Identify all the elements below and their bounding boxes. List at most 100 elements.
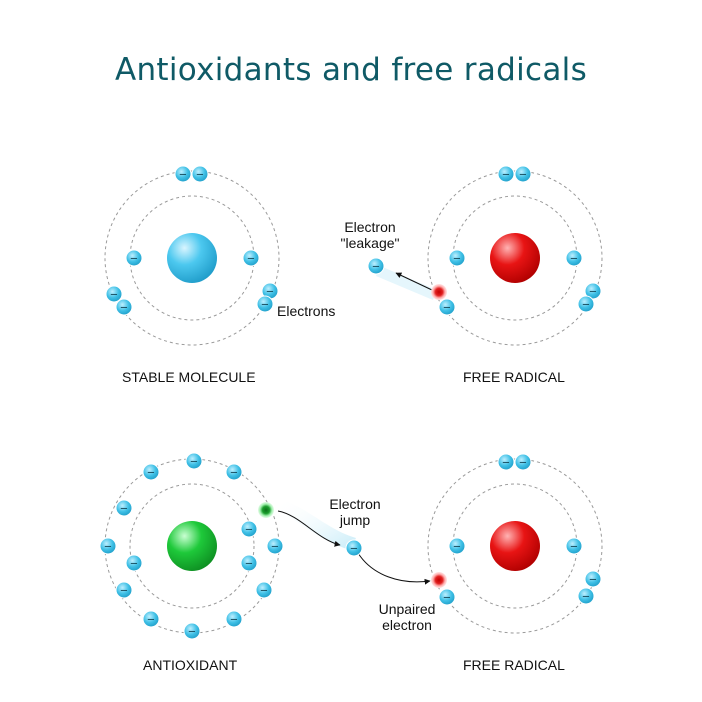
electron: − xyxy=(438,298,456,316)
electron-minus-sign: − xyxy=(589,575,597,586)
electron: − xyxy=(115,499,133,517)
electron-minus-sign: − xyxy=(570,542,578,553)
electron-body xyxy=(225,610,243,628)
electron-body xyxy=(345,539,363,557)
electron: − xyxy=(142,463,160,481)
electron-minus-sign: − xyxy=(120,303,128,314)
electron: − xyxy=(174,165,192,183)
electron-minus-sign: − xyxy=(453,542,461,553)
electron: − xyxy=(255,581,273,599)
electron-body xyxy=(185,452,203,470)
electron-minus-sign: − xyxy=(582,300,590,311)
electron-body xyxy=(514,453,532,471)
electron: − xyxy=(185,452,203,470)
electron-minus-sign: − xyxy=(130,254,138,265)
electron: − xyxy=(497,165,515,183)
electron: − xyxy=(142,610,160,628)
electron: − xyxy=(448,249,466,267)
electron-body xyxy=(497,453,515,471)
electron: − xyxy=(105,285,123,303)
electron: − xyxy=(514,453,532,471)
electron: − xyxy=(367,257,385,275)
electron: − xyxy=(438,588,456,606)
electron: − xyxy=(345,539,363,557)
electron-minus-sign: − xyxy=(350,544,358,555)
electron-minus-sign: − xyxy=(502,170,510,181)
electron-body xyxy=(584,282,602,300)
electron-minus-sign: − xyxy=(230,615,238,626)
electron: − xyxy=(584,282,602,300)
electron-minus-sign: − xyxy=(104,542,112,553)
electron-minus-sign: − xyxy=(519,170,527,181)
electron-body xyxy=(448,537,466,555)
electrons-layer: −−−−−−−−−−−−−−−−−−−−−−−−−−−−−−−−−−−−−− xyxy=(99,165,602,640)
electron-minus-sign: − xyxy=(582,592,590,603)
electron-body xyxy=(240,554,258,572)
electron-body xyxy=(240,520,258,538)
electron: − xyxy=(514,165,532,183)
jump-arrow-2 xyxy=(357,552,431,585)
electron-minus-sign: − xyxy=(372,262,380,273)
electron-minus-sign: − xyxy=(120,586,128,597)
leakage-label-line2: "leakage" xyxy=(340,235,400,251)
electron-body xyxy=(266,537,284,555)
electron: − xyxy=(115,298,133,316)
unpaired-label: Unpaired electron xyxy=(374,601,440,633)
electron: − xyxy=(225,463,243,481)
electron-minus-sign: − xyxy=(570,254,578,265)
electron-minus-sign: − xyxy=(519,458,527,469)
electron-minus-sign: − xyxy=(245,525,253,536)
electron-minus-sign: − xyxy=(110,290,118,301)
electron-minus-sign: − xyxy=(453,254,461,265)
electron-minus-sign: − xyxy=(245,559,253,570)
electron-minus-sign: − xyxy=(188,627,196,638)
electron-minus-sign: − xyxy=(266,287,274,298)
electron: − xyxy=(256,295,274,313)
electron-body xyxy=(99,537,117,555)
stable-nucleus xyxy=(167,233,217,283)
electron-body xyxy=(225,463,243,481)
electrons-label: Electrons xyxy=(277,303,336,319)
electron-body xyxy=(255,581,273,599)
electron-body xyxy=(448,249,466,267)
electron-minus-sign: − xyxy=(147,468,155,479)
electron-jump xyxy=(277,500,431,585)
jump-label-line1: Electron xyxy=(329,496,381,512)
electron: − xyxy=(240,520,258,538)
jump-trail xyxy=(278,500,356,550)
electron: − xyxy=(577,295,595,313)
electron: − xyxy=(99,537,117,555)
electron-body xyxy=(438,298,456,316)
electron: − xyxy=(183,622,201,640)
electron: − xyxy=(266,537,284,555)
caption-free-radical-bottom: FREE RADICAL xyxy=(463,657,565,673)
electron: − xyxy=(565,249,583,267)
electron-body xyxy=(125,554,143,572)
electron-minus-sign: − xyxy=(247,254,255,265)
electron: − xyxy=(584,570,602,588)
leakage-arrow-line xyxy=(395,272,433,291)
electron-body xyxy=(174,165,192,183)
electron-minus-sign: − xyxy=(502,458,510,469)
electron-body xyxy=(514,165,532,183)
electron-minus-sign: − xyxy=(443,593,451,604)
electron-body xyxy=(125,249,143,267)
unpaired-electron-green xyxy=(258,502,274,518)
electron-body xyxy=(584,570,602,588)
electron-minus-sign: − xyxy=(179,170,187,181)
electron: − xyxy=(125,554,143,572)
inner-orbit xyxy=(129,483,255,609)
electron: − xyxy=(191,165,209,183)
electron-body xyxy=(115,499,133,517)
electron-minus-sign: − xyxy=(589,287,597,298)
electron: − xyxy=(577,587,595,605)
caption-antioxidant: ANTIOXIDANT xyxy=(143,657,238,673)
outer-orbit xyxy=(427,458,603,634)
electron-body xyxy=(142,463,160,481)
electron-minus-sign: − xyxy=(271,542,279,553)
electron-body xyxy=(565,537,583,555)
electron-body xyxy=(497,165,515,183)
electron-body xyxy=(183,622,201,640)
electron: − xyxy=(497,453,515,471)
